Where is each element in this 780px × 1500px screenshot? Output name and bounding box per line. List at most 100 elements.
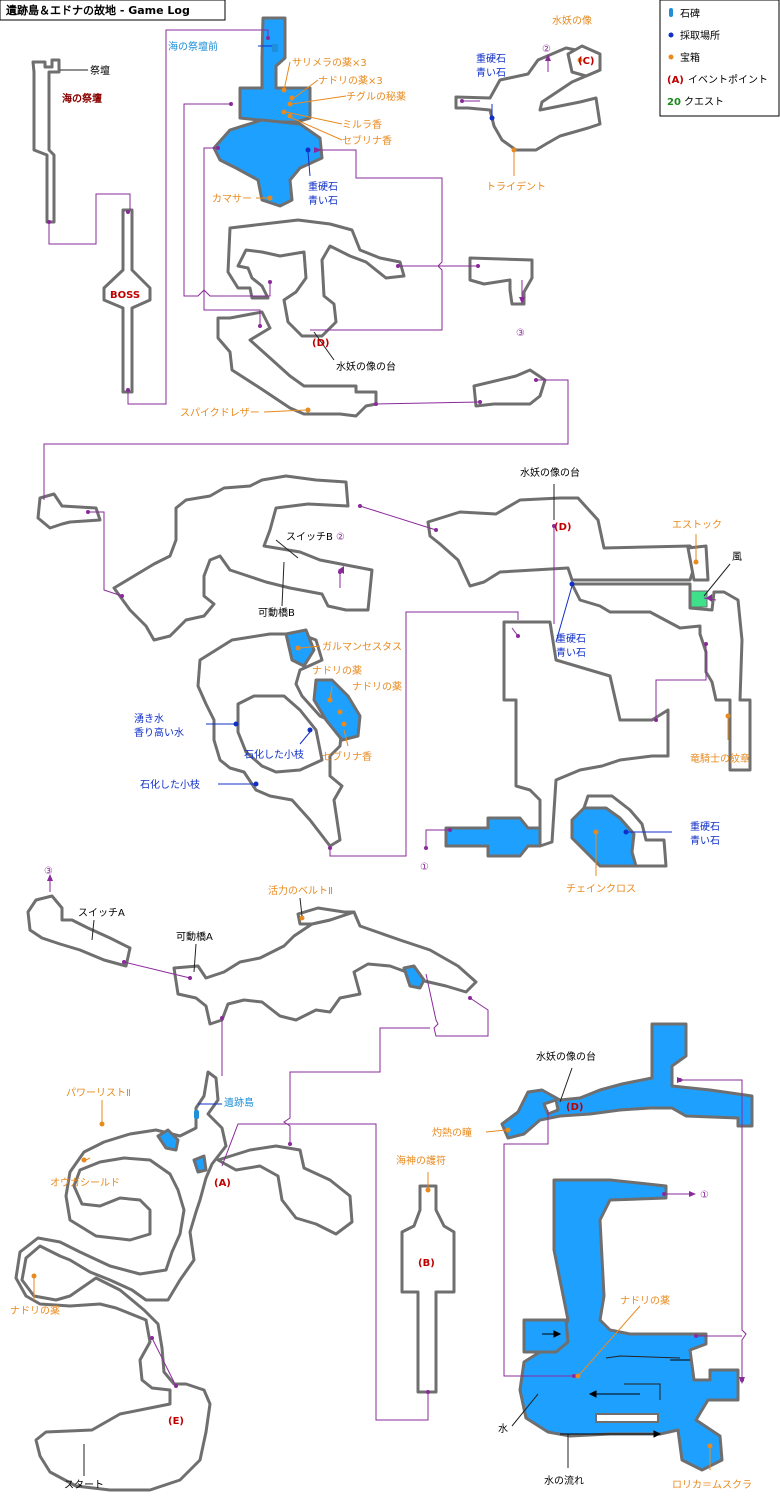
ore1a-label: 重硬石 (308, 180, 338, 193)
mark-d1: (D) (312, 338, 329, 349)
mark-a: (A) (214, 1178, 231, 1189)
altar-front-pool (238, 16, 312, 124)
long-mid-path (502, 620, 670, 848)
sea-altar-label: 海の祭壇 (62, 92, 102, 105)
mirura-label: ミルラ香 (342, 119, 382, 131)
amulet-label: 海神の護符 (396, 1154, 446, 1167)
num3-top: ③ (516, 328, 525, 339)
flow-island-2 (605, 1355, 681, 1359)
ruins-pool-b (192, 1154, 208, 1174)
twig1-label: 石化した小枝 (244, 748, 304, 761)
nadori-pool (312, 678, 362, 742)
ore2a-label: 重硬石 (476, 52, 506, 65)
nadori-b-label: ナドリの薬 (352, 681, 402, 693)
pedestal-d2-label: 水妖の像の台 (520, 466, 580, 479)
bridge-a-corridor (172, 910, 478, 1026)
legend-event-label: イベントポイント (688, 74, 768, 86)
belt-room (296, 906, 356, 926)
mark-d2: (D) (554, 522, 571, 533)
treasure-dot (668, 54, 674, 60)
bridge-b-label: 可動橋B (258, 606, 295, 619)
chaincross-pool (444, 816, 542, 858)
lower-pool (212, 118, 324, 208)
ore3a-label: 重硬石 (556, 632, 586, 645)
mark-c: (C) (578, 56, 594, 67)
ore4b-label: 青い石 (690, 834, 720, 847)
mid-east-corridor (426, 496, 706, 588)
gather-point-dot (668, 32, 674, 38)
east-room-3 (468, 256, 534, 306)
legend-quest-label: クエスト (684, 96, 724, 108)
nadori3-label: ナドリの薬×3 (318, 75, 383, 87)
boss-label: BOSS (110, 290, 140, 301)
legend-treasure-label: 宝箱 (680, 51, 700, 64)
kamasa-label: カマサー (212, 193, 252, 205)
switch-b-label: スイッチB (286, 531, 333, 543)
wind-label: 風 (732, 551, 742, 563)
pedestal-d3-label: 水妖の像の台 (536, 1050, 596, 1063)
map-title: 遺跡島＆エドナの故地 - Game Log (5, 3, 190, 17)
garuman-label: ガルマンセスタス (322, 641, 402, 653)
num3-bot: ③ (44, 866, 53, 877)
ogashield-label: オウガシールド (50, 1177, 120, 1189)
num1-bot: ① (700, 1190, 709, 1201)
ore2b-label: 青い石 (476, 66, 506, 79)
flow-island-3 (624, 1383, 661, 1400)
num2-top: ② (542, 44, 551, 55)
east-tunnel (472, 368, 547, 408)
central-ruins (226, 218, 406, 338)
nadori-d-label: ナドリの薬 (620, 1295, 670, 1307)
sea-altar-room (31, 58, 61, 224)
stone-monument-icon (669, 8, 673, 17)
ore4a-label: 重硬石 (690, 820, 720, 833)
legend-event-mark: (A) (667, 75, 684, 86)
sarimera-label: サリメラの薬×3 (292, 57, 367, 69)
pedestal-island (542, 1098, 560, 1116)
switch-a-room (26, 894, 132, 968)
flow-island-1 (595, 1413, 659, 1423)
belt-label: 活力のベルトⅡ (268, 884, 333, 897)
ore3b-label: 青い石 (556, 646, 586, 659)
monument-altar-front (272, 44, 278, 52)
mark-e: (E) (168, 1416, 184, 1427)
ore1b-label: 青い石 (308, 194, 338, 207)
mark-b: (B) (418, 1258, 435, 1269)
spring1-label: 湧き水 (134, 713, 164, 725)
flow-arrows (542, 1330, 690, 1438)
statue-room (566, 44, 602, 78)
wind-tile (690, 590, 708, 608)
west-start-pod (36, 492, 102, 530)
dragon-label: 竜騎士の紋章 (690, 752, 750, 765)
flow-label: 水の流れ (544, 1474, 584, 1487)
chiguru-label: チグルの秘薬 (346, 90, 406, 103)
estok-label: エストック (672, 519, 722, 531)
altar-label: 祭壇 (90, 64, 110, 77)
mark-d3: (D) (566, 1102, 583, 1113)
nadori-c-label: ナドリの薬 (10, 1305, 60, 1317)
spike-label: スパイクドレザー (180, 407, 260, 419)
legend-monument-label: 石碑 (680, 7, 700, 20)
ruins-island (14, 1070, 228, 1492)
exit-arrows (47, 54, 745, 1384)
nadori-a-label: ナドリの薬 (312, 665, 362, 677)
chaincross-label: チェインクロス (566, 883, 636, 895)
flow-pool (518, 1178, 740, 1472)
legend-quest-mark: 20 (667, 97, 681, 108)
wind-corridor (570, 582, 752, 772)
treasure-markers (31, 57, 731, 1449)
switch-a-label: スイッチA (78, 907, 125, 919)
gather-markers (233, 115, 629, 835)
power-label: パワーリストⅡ (66, 1087, 131, 1099)
legend: 石碑 採取場所 宝箱 (A) イベントポイント 20 クエスト (659, 0, 780, 117)
seburina1-label: セブリナ香 (342, 134, 392, 147)
pedestal-pool (500, 1022, 754, 1140)
connection-links (43, 29, 747, 1421)
ruins-pool-a (156, 1128, 180, 1152)
seburina2-label: セブリナ香 (322, 750, 372, 763)
flow-pool-left (522, 1318, 570, 1354)
start-label: スタート (64, 1479, 104, 1491)
water-label: 水 (498, 1423, 508, 1435)
ruins-label: 遺跡島 (224, 1096, 254, 1109)
leader-lines (33, 45, 731, 1476)
